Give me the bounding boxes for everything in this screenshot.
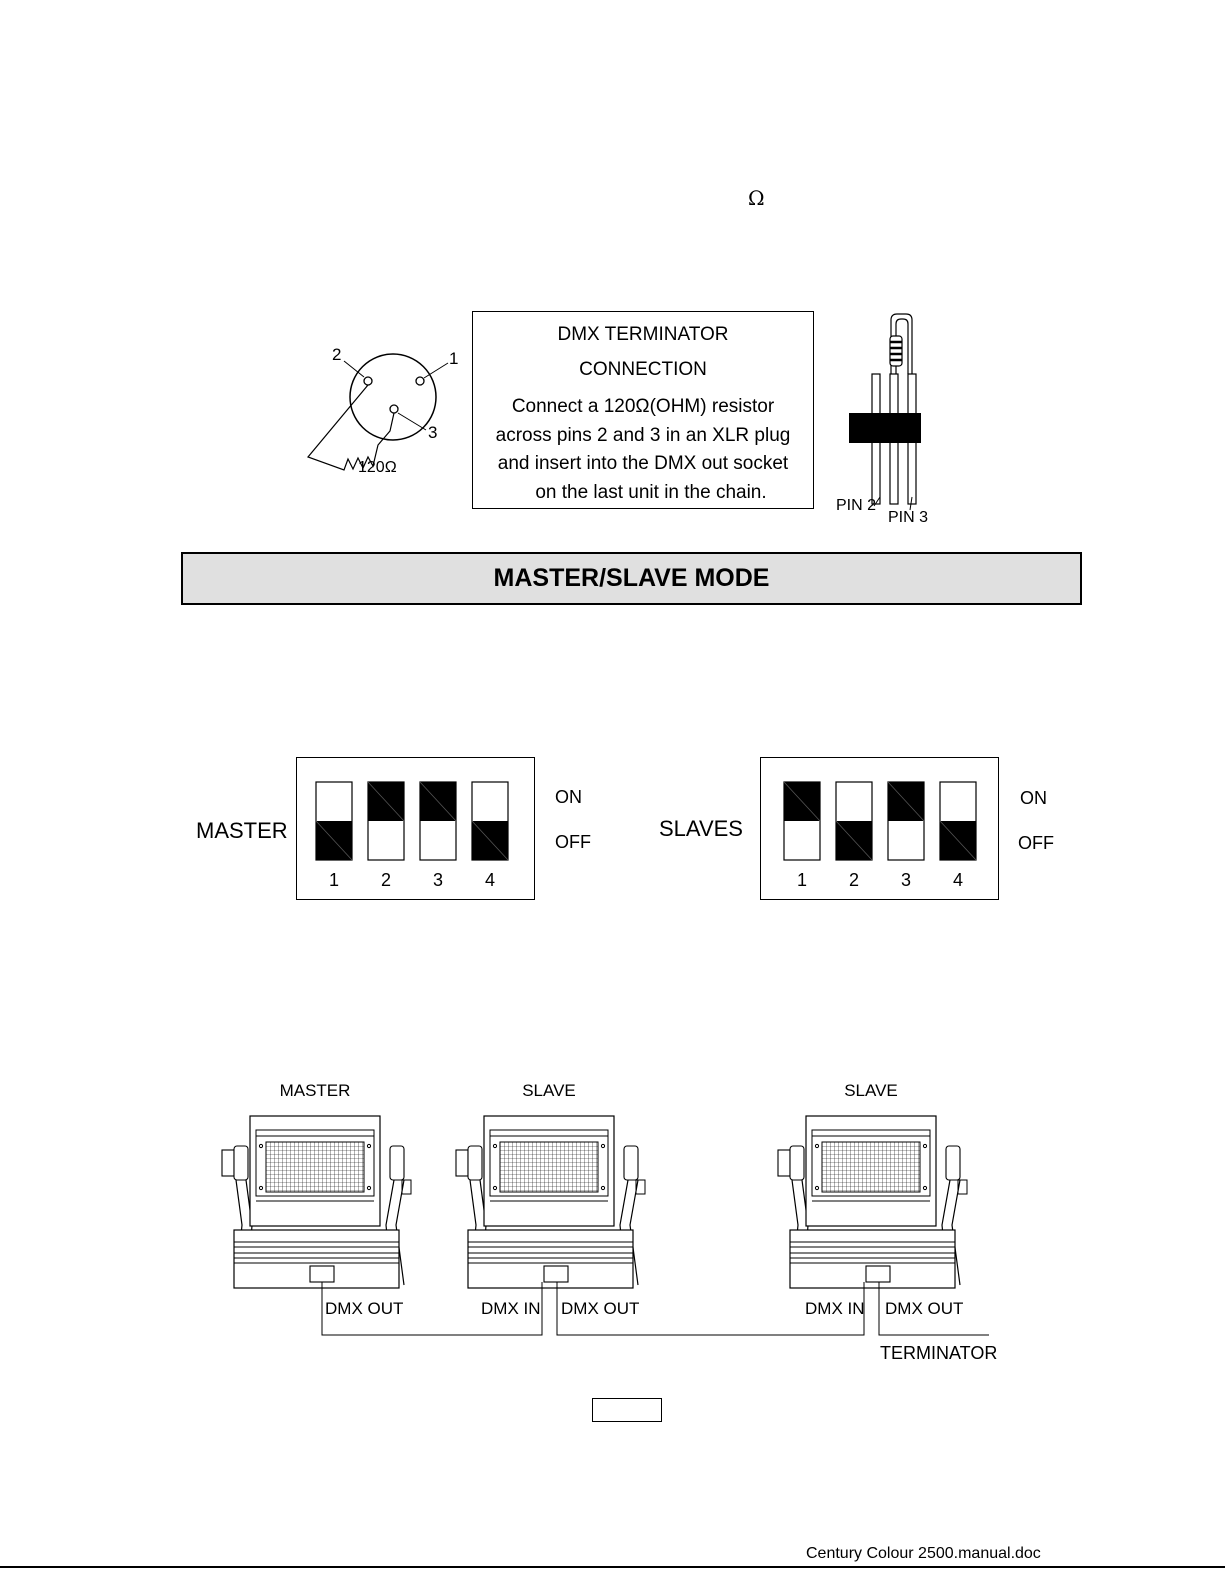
dmx-cable-2 bbox=[556, 1282, 865, 1336]
xlr-pin3-label: 3 bbox=[428, 423, 437, 442]
xlr-pin-2 bbox=[363, 376, 373, 386]
dmx-chain-diagram: MASTER SLAVE SLAVE DMX OUT DMX IN DMX OU… bbox=[221, 1081, 997, 1363]
resistor-wire bbox=[306, 384, 395, 471]
xlr-pin-1 bbox=[415, 376, 425, 386]
slave-unit-1-label: SLAVE bbox=[522, 1081, 576, 1100]
master-switch-3-shading bbox=[419, 781, 457, 822]
terminator-text-line2: across pins 2 and 3 in an XLR plug bbox=[495, 424, 791, 446]
dmx-cable-1 bbox=[321, 1282, 543, 1336]
page-number-box bbox=[592, 1398, 662, 1422]
slaves-switch-3-shading bbox=[887, 781, 925, 822]
master-on-label: ON bbox=[555, 787, 582, 807]
pin3-label: PIN 3 bbox=[888, 509, 928, 526]
master-switch-1-number: 1 bbox=[329, 870, 339, 890]
master-off-label: OFF bbox=[555, 832, 591, 852]
section-header-master-slave: MASTER/SLAVE MODE bbox=[181, 552, 1082, 605]
terminator-text-line4: on the last unit in the chain. bbox=[535, 481, 767, 503]
slaves-switch-1-number: 1 bbox=[797, 870, 807, 890]
xlr-pin2-label: 2 bbox=[332, 345, 341, 364]
master-unit-label: MASTER bbox=[280, 1081, 351, 1100]
slaves-switch-4-number: 4 bbox=[953, 870, 963, 890]
master-switch-1-shading bbox=[315, 820, 353, 861]
slaves-dip-panel: 1 2 3 4 bbox=[760, 757, 999, 900]
slaves-on-label: ON bbox=[1020, 788, 1047, 808]
slaves-switch-2-number: 2 bbox=[849, 870, 859, 890]
xlr-pin1-label: 1 bbox=[449, 349, 458, 368]
master-dip-switches-drawing: 1 2 3 4 bbox=[315, 781, 509, 890]
terminator-text-line1: Connect a 120Ω(OHM) resistor bbox=[511, 396, 775, 417]
xlr-pin-diagram: 2 1 3 120Ω bbox=[306, 345, 458, 476]
master-switch-4-shading bbox=[471, 820, 509, 861]
slave-2-dmx-in-label: DMX IN bbox=[805, 1299, 865, 1318]
master-fixture bbox=[221, 1115, 412, 1289]
terminator-title-line1: DMX TERMINATOR bbox=[557, 324, 729, 345]
slaves-dip-label: SLAVES bbox=[659, 816, 743, 841]
slaves-dip-switches-drawing: 1 2 3 4 bbox=[783, 781, 977, 890]
resistor-body bbox=[889, 335, 903, 367]
slaves-switch-2-shading bbox=[835, 820, 873, 861]
xlr-pin-3 bbox=[389, 404, 399, 414]
xlr-body-outline bbox=[349, 353, 437, 441]
terminator-label: TERMINATOR bbox=[880, 1343, 997, 1363]
xlr-plug-resistor-illustration: PIN 2 PIN 3 bbox=[836, 313, 928, 526]
master-switch-2-shading bbox=[367, 781, 405, 822]
terminator-text-line3: and insert into the DMX out socket bbox=[497, 453, 789, 474]
master-switch-3-number: 3 bbox=[433, 870, 443, 890]
slave-fixture-2 bbox=[777, 1115, 968, 1289]
omega-symbol: Ω bbox=[748, 186, 765, 210]
plug-housing bbox=[849, 413, 921, 443]
terminator-lead bbox=[878, 1282, 989, 1336]
slaves-off-label: OFF bbox=[1018, 833, 1054, 853]
footer-rule bbox=[0, 1566, 1225, 1568]
slave-1-dmx-out-label: DMX OUT bbox=[561, 1299, 639, 1318]
slave-unit-2-label: SLAVE bbox=[844, 1081, 898, 1100]
pin2-label: PIN 2 bbox=[836, 497, 876, 514]
master-switch-4-number: 4 bbox=[485, 870, 495, 890]
slave-2-dmx-out-label: DMX OUT bbox=[885, 1299, 963, 1318]
footer-filename: Century Colour 2500.manual.doc bbox=[806, 1545, 1041, 1562]
slave-fixture-1 bbox=[455, 1115, 646, 1289]
slave-1-dmx-in-label: DMX IN bbox=[481, 1299, 541, 1318]
resistor-value-label: 120Ω bbox=[358, 459, 397, 476]
slaves-switch-3-number: 3 bbox=[901, 870, 911, 890]
slaves-switch-4-shading bbox=[939, 820, 977, 861]
master-dip-label: MASTER bbox=[196, 818, 288, 843]
master-switch-2-number: 2 bbox=[381, 870, 391, 890]
terminator-info-box: DMX TERMINATOR CONNECTION Connect a 120Ω… bbox=[472, 311, 814, 509]
slaves-switch-1-shading bbox=[783, 781, 821, 822]
master-dmx-out-label: DMX OUT bbox=[325, 1299, 403, 1318]
master-dip-panel: 1 2 3 4 bbox=[296, 757, 535, 900]
terminator-title-line2: CONNECTION bbox=[579, 359, 707, 380]
